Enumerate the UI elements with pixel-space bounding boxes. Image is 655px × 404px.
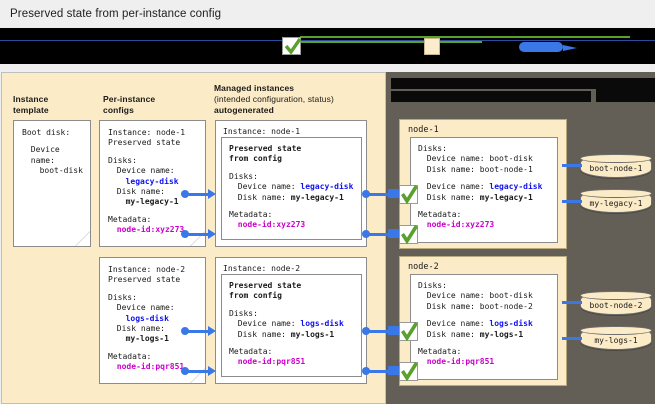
- check-glyph: [401, 362, 418, 382]
- cylinder-lid-icon: [580, 291, 652, 300]
- column-header-managed-instances: Managed instances (intended configuratio…: [214, 83, 334, 115]
- legend-strip: [0, 28, 655, 64]
- node-disk-line-2: Disk name: my-logs-1: [426, 329, 524, 339]
- disk-cylinder-my-legacy-1: my-legacy-1: [580, 189, 652, 213]
- mi-disk-line-2: Disk name: my-logs-1: [237, 329, 335, 339]
- folded-corner-icon: [74, 230, 90, 246]
- mi-device-line-2: Device name: logs-disk: [237, 319, 344, 329]
- green-check-icon-node2-meta: [399, 362, 418, 382]
- cylinder-lid-icon: [580, 326, 652, 335]
- legend-green-line: [300, 36, 630, 38]
- connector-node2-logs-disk: [562, 337, 582, 340]
- node-title-2: node-2: [408, 262, 439, 272]
- managed-instance-preserved-box-node-2: Preserved state from config Disks: Devic…: [221, 274, 362, 377]
- green-check-icon-node1-meta: [399, 225, 418, 245]
- green-check-icon-node2-disk: [399, 322, 418, 342]
- node-title-1: node-1: [408, 125, 439, 135]
- blue-arrow-icon: [519, 42, 577, 52]
- cylinder-lid-icon: [580, 154, 652, 163]
- green-check-icon: [282, 37, 301, 55]
- disk-cylinder-boot-node-2: boot-node-2: [580, 291, 652, 315]
- connector-node1-boot-disk: [562, 164, 582, 167]
- check-glyph: [401, 185, 418, 205]
- connector-node2-boot-disk: [562, 301, 582, 304]
- cream-swatch-icon: [424, 38, 440, 55]
- column-header-per-instance-configs: Per-instance configs: [103, 94, 156, 115]
- per-instance-config-card-node-2: Instance: node-2 Preserved state Disks: …: [99, 257, 206, 384]
- check-glyph: [401, 225, 418, 245]
- disk-cylinder-boot-node-1: boot-node-1: [580, 154, 652, 178]
- legend-green-line-2: [292, 41, 482, 43]
- diagram-body: Instance template Per-instance configs M…: [0, 64, 655, 404]
- check-glyph: [401, 322, 418, 342]
- connector-node1-legacy-disk: [562, 200, 582, 203]
- node-device-line-1: Device name: legacy-disk: [426, 182, 543, 192]
- per-instance-config-card-node-1: Instance: node-1 Preserved state Disks: …: [99, 120, 206, 247]
- column-header-instance-template: Instance template: [13, 94, 49, 115]
- cylinder-lid-icon: [580, 189, 652, 198]
- green-check-icon-node1-disk: [399, 185, 418, 205]
- node-device-line-2: Device name: logs-disk: [426, 319, 533, 329]
- check-glyph: [285, 38, 301, 55]
- node-details-box-1: Disks: Device name: boot-disk Disk name:…: [410, 137, 558, 243]
- page-title: Preserved state from per-instance config: [0, 0, 655, 28]
- disk-cylinder-my-logs-1: my-logs-1: [580, 326, 652, 350]
- legend-hairline: [0, 40, 655, 41]
- mi-disk-line-1: Disk name: my-legacy-1: [237, 192, 344, 202]
- managed-instance-preserved-box-node-1: Preserved state from config Disks: Devic…: [221, 137, 362, 240]
- instance-template-card: Boot disk: Device name: boot-disk: [13, 120, 91, 247]
- node-disk-line-1: Disk name: my-legacy-1: [426, 192, 533, 202]
- mi-device-line-1: Device name: legacy-disk: [237, 182, 354, 192]
- node-details-box-2: Disks: Device name: boot-disk Disk name:…: [410, 274, 558, 380]
